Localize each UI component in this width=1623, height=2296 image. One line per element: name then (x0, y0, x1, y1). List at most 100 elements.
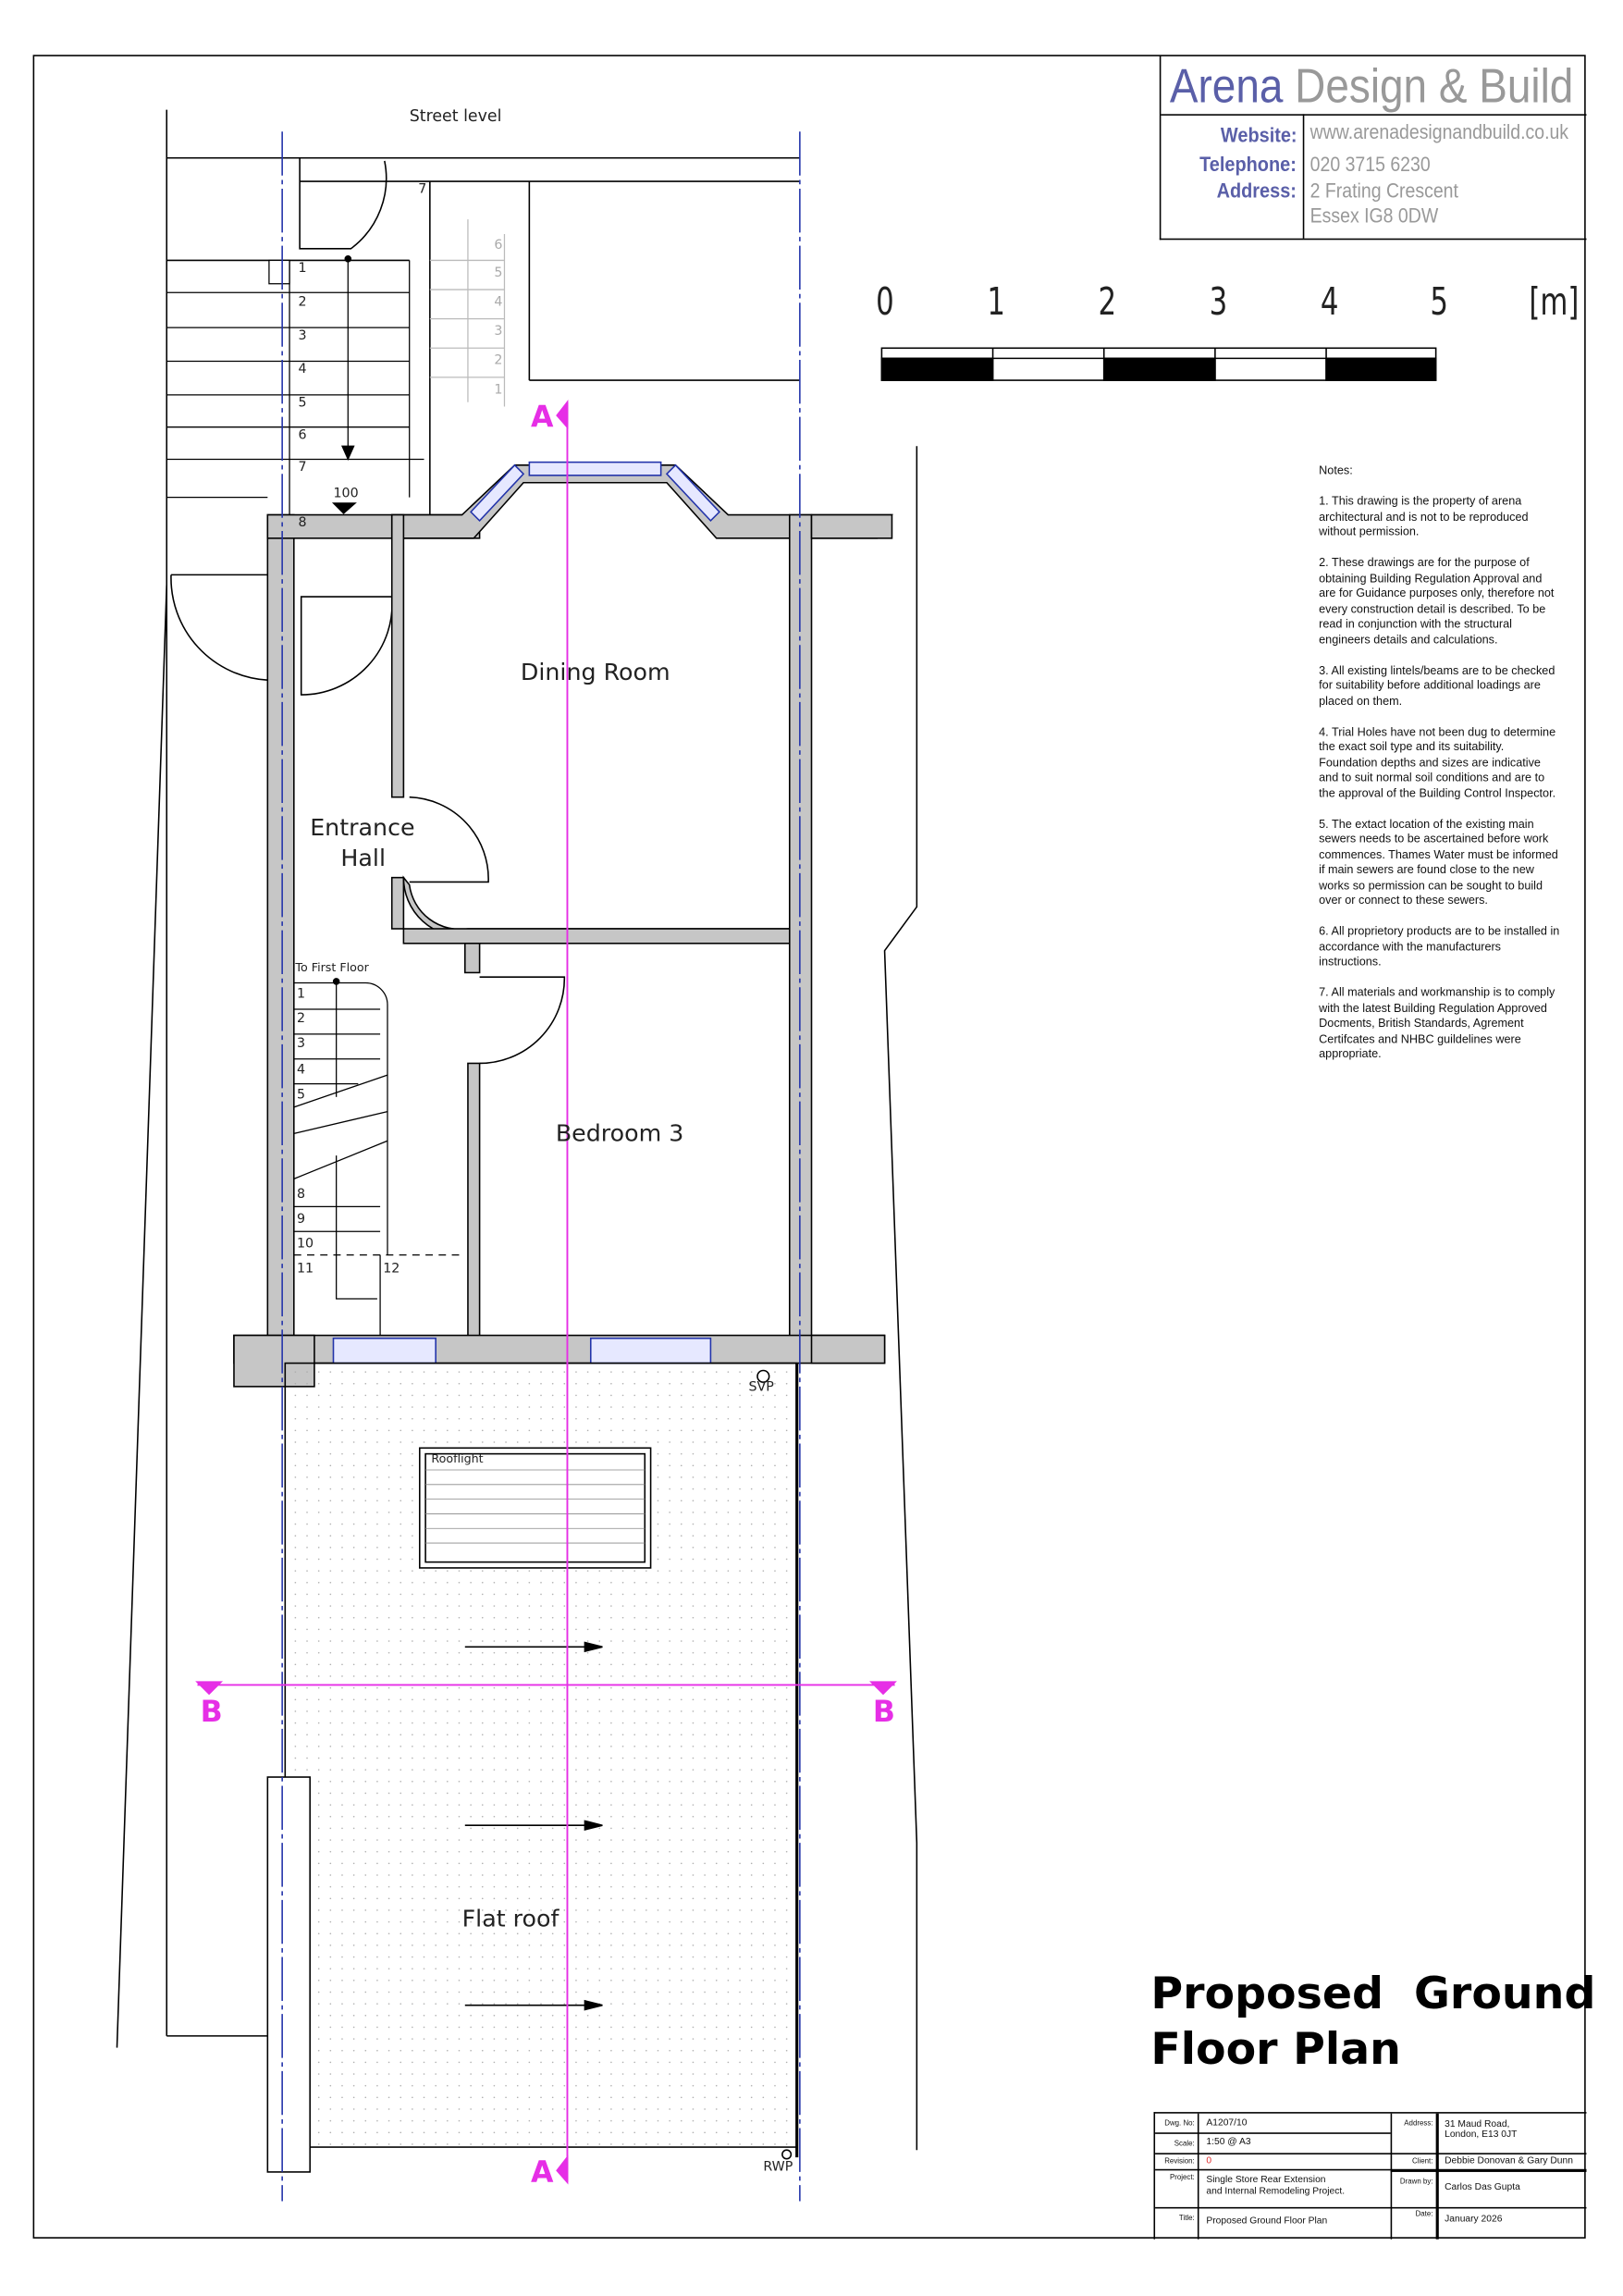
step-number: 6 (298, 428, 307, 444)
revision-label: Revision: (1164, 2157, 1195, 2166)
scale-tick-5: 5 (1430, 280, 1449, 326)
note-4: 4. Trial Holes have not been dug to dete… (1319, 724, 1556, 800)
drawing-title-line2: Floor Plan (1150, 2024, 1401, 2076)
title-value: Proposed Ground Floor Plan (1206, 2216, 1328, 2227)
notes-heading: Notes: (1319, 463, 1353, 477)
street-level-label: Street level (409, 106, 502, 126)
fall-arrows (464, 1641, 603, 2011)
rooflight-label: Rooflight (431, 1452, 484, 1466)
scale-label: Scale: (1174, 2140, 1195, 2149)
step-number: 5 (298, 396, 307, 412)
boundary-lines (281, 131, 801, 2202)
address-label: Address: (1404, 2119, 1433, 2129)
step-number: 9 (296, 1212, 306, 1228)
address-label: Address: (1217, 178, 1297, 203)
step-number: 2 (296, 1012, 306, 1027)
date-value: January 2026 (1445, 2214, 1503, 2225)
room-label-dining: Dining Room (520, 658, 670, 686)
notes: Notes: 1. This drawing is the property o… (1319, 463, 1560, 1078)
telephone-value: 020 3715 6230 (1309, 152, 1431, 176)
step-number: 7 (418, 182, 427, 198)
logo-design-build: Design & Build (1295, 58, 1574, 113)
note-7: 7. All materials and workmanship is to c… (1319, 985, 1555, 1061)
step-number: 1 (494, 383, 503, 399)
to-first-floor-label: To First Floor (295, 960, 369, 975)
logo-arena: Arena (1169, 58, 1284, 113)
company-logo: Arena Design & Build (1170, 58, 1573, 114)
step-number: 2 (298, 295, 307, 311)
step-number: 2 (494, 353, 503, 369)
doors (409, 796, 566, 1065)
section-lines (195, 400, 897, 2185)
scale-value: 1:50 @ A3 (1206, 2136, 1251, 2148)
drawn-by-label: Drawn by: (1399, 2178, 1433, 2187)
scale-tick-0: 0 (876, 280, 894, 326)
address-line2: Essex IG8 0DW (1309, 203, 1439, 228)
section-b-right: B (872, 1693, 896, 1729)
step-number: 6 (494, 238, 503, 253)
address-line1: 31 Maud Road, (1445, 2119, 1510, 2130)
step-number: 5 (296, 1088, 306, 1104)
note-6: 6. All proprietory products are to be in… (1319, 924, 1560, 969)
sheet-border (32, 55, 1586, 2239)
drawing-title-line1: Proposed Ground (1150, 1969, 1596, 2020)
step-number: 4 (296, 1063, 306, 1079)
windows (332, 461, 721, 1364)
scale-tick-1: 1 (987, 280, 1005, 326)
front-steps (166, 255, 424, 515)
telephone-label: Telephone: (1199, 152, 1297, 176)
step-number: 10 (296, 1237, 314, 1253)
dwg-value: A1207/10 (1206, 2117, 1248, 2129)
scale-unit: [m] (1529, 280, 1580, 326)
step-number: 7 (298, 461, 307, 475)
step-number: 4 (298, 363, 307, 377)
note-3: 3. All existing lintels/beams are to be … (1319, 663, 1555, 708)
rwp-label: RWP (763, 2160, 793, 2176)
step-number: 1 (296, 987, 306, 1003)
step-number: 3 (494, 325, 503, 339)
section-a-bottom: A (530, 2154, 554, 2190)
room-label-entrance: Entrance (310, 813, 415, 842)
revision-value: 0 (1206, 2155, 1212, 2166)
company-logo-block: Arena Design & Build Website: www.arenad… (1159, 56, 1587, 241)
address-line1: 2 Frating Crescent (1309, 178, 1458, 203)
project-line1: Single Store Rear Extension (1206, 2175, 1326, 2186)
scale-tick-2: 2 (1098, 280, 1117, 326)
step-number: 5 (494, 265, 503, 281)
scale-bar (880, 347, 1437, 381)
step-number: 11 (296, 1262, 314, 1278)
address-line2: London, E13 0JT (1445, 2129, 1518, 2141)
drawn-by-value: Carlos Das Gupta (1445, 2182, 1520, 2193)
website-link[interactable]: www.arenadesignandbuild.co.uk (1309, 119, 1569, 143)
boundary-wall (266, 1776, 311, 2173)
step-number: 12 (383, 1262, 400, 1278)
step-number: 8 (298, 516, 307, 531)
step-number: 8 (296, 1187, 306, 1203)
site-lines (116, 109, 918, 2151)
section-a-top: A (530, 399, 554, 435)
step-number: 3 (298, 328, 307, 344)
scale-tick-3: 3 (1209, 280, 1228, 326)
walls (233, 463, 893, 1388)
step-number: 3 (296, 1036, 306, 1052)
date-label: Date: (1415, 2210, 1433, 2219)
note-2: 2. These drawings are for the purpose of… (1319, 555, 1555, 647)
internal-stair (293, 978, 465, 1336)
section-b-left: B (200, 1693, 223, 1729)
dwg-label: Dwg. No: (1164, 2119, 1195, 2129)
room-label-hall: Hall (340, 844, 386, 872)
svp-pipe-icon (756, 1369, 770, 1383)
scale-tick-4: 4 (1320, 280, 1339, 326)
note-1: 1. This drawing is the property of arena… (1319, 494, 1529, 538)
side-steps (429, 219, 506, 407)
step-number: 1 (298, 262, 307, 277)
project-label: Project: (1169, 2173, 1195, 2183)
room-label-bedroom: Bedroom 3 (555, 1118, 684, 1147)
title-block: Dwg. No: A1207/10 Scale: 1:50 @ A3 Revis… (1153, 2112, 1587, 2240)
rooflight (418, 1447, 652, 1569)
svp-label: SVP (748, 1380, 774, 1396)
level-label: 100 (333, 487, 359, 502)
project-line2: and Internal Remodeling Project. (1206, 2186, 1346, 2197)
